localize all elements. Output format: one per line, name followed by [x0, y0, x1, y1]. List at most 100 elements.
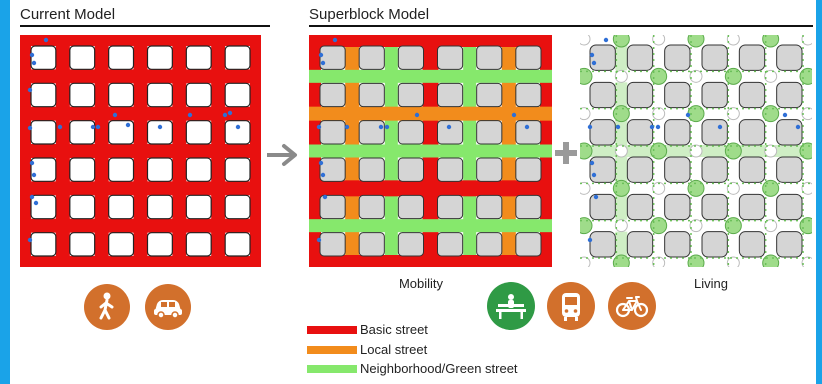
- plaza-intersection: [726, 35, 740, 46]
- bus-icon: [547, 282, 595, 330]
- city-block: [626, 44, 654, 71]
- plaza-intersection: [652, 107, 666, 121]
- plaza-intersection: [652, 256, 666, 267]
- transit-stop: [187, 112, 193, 118]
- street-horizontal: [309, 255, 552, 267]
- city-block: [664, 231, 691, 258]
- city-block: [185, 194, 212, 220]
- mobility-grid: [309, 35, 552, 267]
- city-block: [30, 45, 57, 70]
- street-horizontal: [20, 256, 261, 267]
- transit-stop: [587, 237, 593, 243]
- transit-stop: [27, 237, 33, 243]
- plaza-intersection: [726, 256, 740, 267]
- plaza-intersection: [724, 67, 742, 85]
- city-block: [589, 81, 616, 109]
- street-horizontal: [20, 69, 261, 84]
- city-block: [626, 81, 654, 109]
- city-block: [358, 232, 385, 257]
- city-block: [69, 194, 96, 220]
- plaza-intersection: [612, 105, 630, 123]
- transit-stop: [332, 37, 338, 43]
- city-block: [146, 157, 173, 182]
- street-horizontal: [20, 106, 261, 121]
- city-block: [701, 156, 728, 183]
- transition-arrow-icon: [267, 144, 297, 166]
- city-block: [701, 81, 728, 109]
- city-block: [437, 157, 464, 182]
- plaza-intersection: [726, 107, 740, 121]
- city-block: [108, 157, 135, 182]
- transit-stop: [378, 124, 384, 130]
- plaza-intersection: [801, 107, 812, 121]
- legend-swatch-local: [307, 346, 357, 354]
- plaza-intersection: [762, 179, 780, 197]
- city-block: [515, 194, 542, 220]
- superblock-model-underline: [309, 25, 813, 27]
- city-block: [515, 157, 542, 182]
- street-horizontal: [309, 219, 552, 233]
- plaza-intersection: [762, 35, 780, 48]
- transit-stop: [589, 52, 595, 58]
- plaza-intersection: [762, 105, 780, 123]
- legend-label-basic: Basic street: [360, 322, 428, 337]
- transit-stop: [235, 124, 241, 130]
- transit-stop: [112, 112, 118, 118]
- plus-icon: [555, 142, 577, 164]
- city-block: [397, 157, 425, 182]
- city-block: [224, 157, 251, 182]
- plaza-intersection: [687, 179, 705, 197]
- current-model-underline: [20, 25, 270, 27]
- city-block: [397, 82, 425, 108]
- city-block: [626, 231, 654, 258]
- city-block: [437, 82, 464, 108]
- city-block: [664, 193, 691, 221]
- city-block: [69, 232, 96, 257]
- transit-stop: [344, 124, 350, 130]
- plaza-intersection: [614, 69, 628, 83]
- plaza-intersection: [764, 69, 778, 83]
- plaza-intersection: [689, 219, 703, 233]
- transit-stop: [27, 87, 33, 93]
- pedestrian-icon: [84, 284, 130, 330]
- transit-stop: [33, 200, 39, 206]
- city-block: [108, 45, 135, 70]
- city-block: [397, 194, 425, 220]
- city-block: [224, 120, 251, 145]
- transit-stop: [322, 194, 328, 200]
- transit-stop: [316, 237, 322, 243]
- legend-label-green: Neighborhood/Green street: [360, 361, 518, 376]
- living-grid: [580, 35, 812, 267]
- transit-stop: [227, 110, 233, 116]
- city-block: [397, 45, 425, 70]
- city-block: [589, 119, 616, 146]
- plaza-intersection: [612, 35, 630, 48]
- city-block: [476, 157, 503, 182]
- street-horizontal: [20, 181, 261, 196]
- transit-stop: [587, 124, 593, 130]
- plaza-intersection: [724, 142, 742, 160]
- transit-stop: [524, 124, 530, 130]
- city-block: [146, 194, 173, 220]
- city-block: [626, 119, 654, 146]
- right-accent-bar: [816, 0, 822, 384]
- legend-swatch-green: [307, 365, 357, 373]
- legend-label-local: Local street: [360, 342, 428, 357]
- city-block: [738, 119, 766, 146]
- current-model-title: Current Model: [20, 6, 116, 23]
- transit-stop: [31, 60, 37, 66]
- transit-stop: [589, 160, 595, 166]
- plaza-intersection: [580, 217, 593, 235]
- transit-stop: [655, 124, 661, 130]
- city-block: [437, 232, 464, 257]
- city-block: [738, 81, 766, 109]
- city-block: [358, 82, 385, 108]
- street-horizontal: [309, 35, 552, 47]
- transit-stop: [320, 172, 326, 178]
- transit-stop: [591, 172, 597, 178]
- city-block: [224, 45, 251, 70]
- city-block: [319, 157, 346, 182]
- city-block: [358, 194, 385, 220]
- plaza-intersection: [762, 254, 780, 267]
- city-block: [108, 194, 135, 220]
